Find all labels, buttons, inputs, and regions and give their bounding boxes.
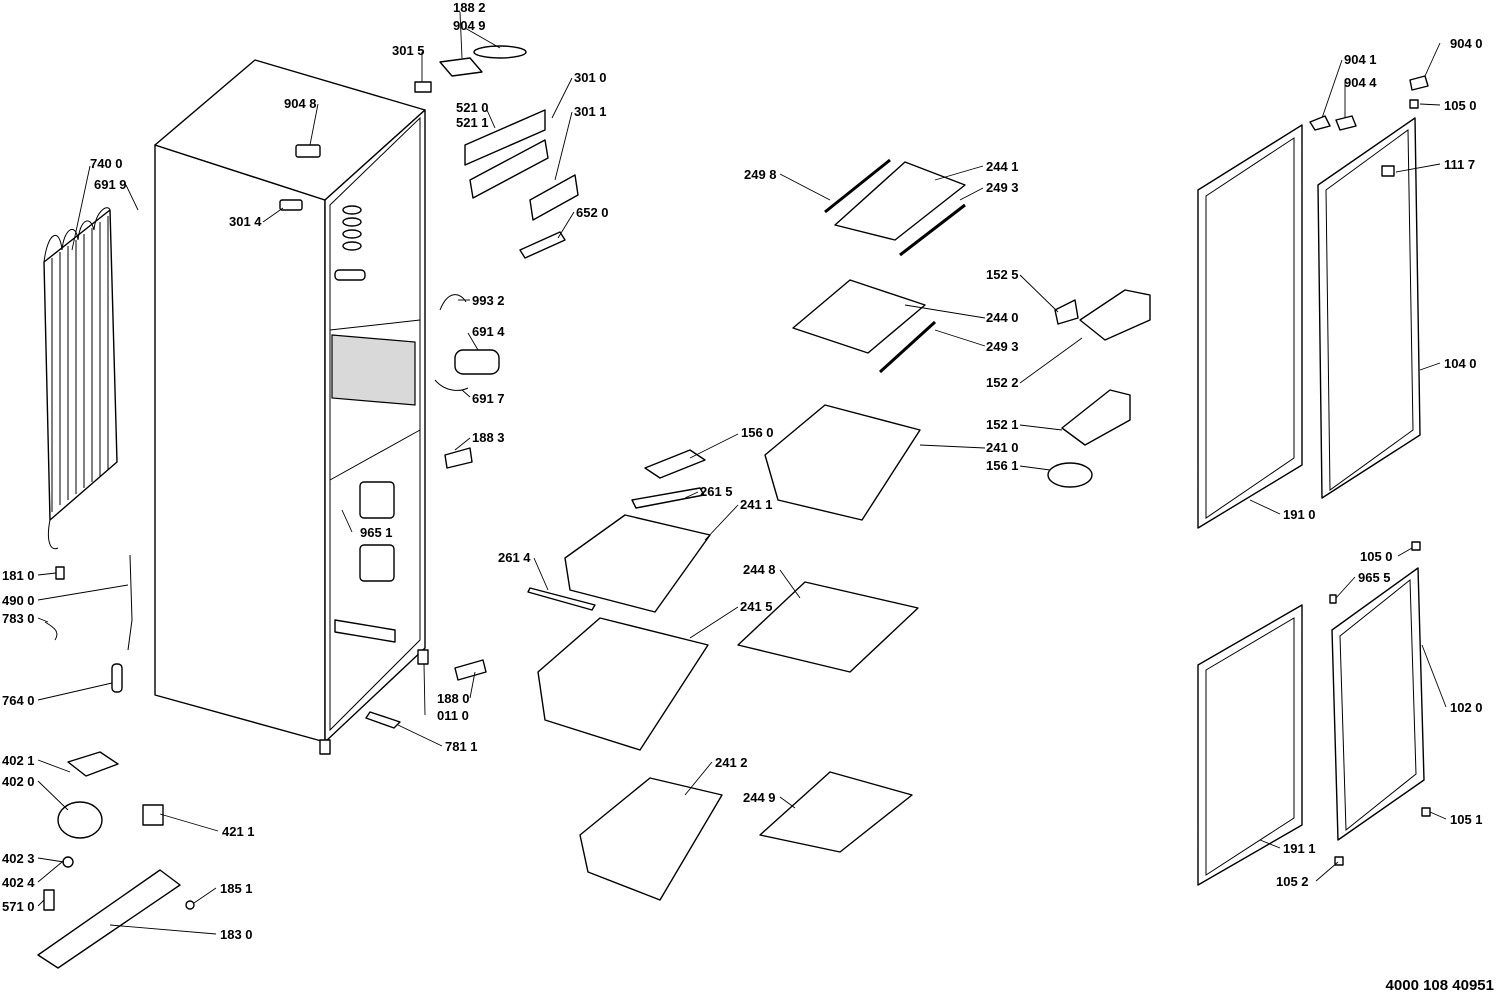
- label-3010: 301 0: [574, 70, 607, 85]
- condenser-drawing: [43, 207, 118, 550]
- label-2615: 261 5: [700, 484, 733, 499]
- label-1050a: 105 0: [1444, 98, 1477, 113]
- label-4021: 402 1: [2, 753, 35, 768]
- label-1911: 191 1: [1283, 841, 1316, 856]
- label-7640: 764 0: [2, 693, 35, 708]
- label-4020: 402 0: [2, 774, 35, 789]
- label-1830: 183 0: [220, 927, 253, 942]
- label-7400: 740 0: [90, 156, 123, 171]
- doors-drawing: [1197, 75, 1431, 886]
- shelves-drawers-drawing: [527, 158, 1151, 901]
- label-1851: 185 1: [220, 881, 253, 896]
- label-2410: 241 0: [986, 440, 1019, 455]
- label-9041: 904 1: [1344, 52, 1377, 67]
- label-1020: 102 0: [1450, 700, 1483, 715]
- label-2415: 241 5: [740, 599, 773, 614]
- top-components-drawing: [414, 45, 579, 259]
- label-7830: 783 0: [2, 611, 35, 626]
- label-2614: 261 4: [498, 550, 531, 565]
- label-5211: 521 1: [456, 115, 489, 130]
- label-2493b: 249 3: [986, 339, 1019, 354]
- label-1050b: 105 0: [1360, 549, 1393, 564]
- label-7811: 781 1: [445, 739, 478, 754]
- label-1052: 105 2: [1276, 874, 1309, 889]
- label-2449: 244 9: [743, 790, 776, 805]
- label-1525: 152 5: [986, 267, 1019, 282]
- label-6917: 691 7: [472, 391, 505, 406]
- label-6914: 691 4: [472, 324, 505, 339]
- label-1040: 104 0: [1444, 356, 1477, 371]
- leader-lines: [37, 11, 1447, 935]
- label-9932: 993 2: [472, 293, 505, 308]
- label-1117: 111 7: [1444, 157, 1475, 172]
- part-labels: 188 2 904 9 301 5 301 0 904 8 521 0 521 …: [2, 0, 1483, 942]
- label-9651: 965 1: [360, 525, 393, 540]
- cabinet-parts-drawing: [365, 294, 500, 729]
- electrical-parts-drawing: [37, 554, 195, 969]
- label-9048: 904 8: [284, 96, 317, 111]
- document-code: 4000 108 40951: [1385, 977, 1494, 994]
- label-1522: 152 2: [986, 375, 1019, 390]
- label-2440: 244 0: [986, 310, 1019, 325]
- label-1910: 191 0: [1283, 507, 1316, 522]
- label-1561: 156 1: [986, 458, 1019, 473]
- label-5710: 571 0: [2, 899, 35, 914]
- label-4211: 421 1: [222, 824, 255, 839]
- label-1883: 188 3: [472, 430, 505, 445]
- label-4900: 490 0: [2, 593, 35, 608]
- label-3014: 301 4: [229, 214, 262, 229]
- label-9044: 904 4: [1344, 75, 1377, 90]
- label-2498: 249 8: [744, 167, 777, 182]
- label-6520: 652 0: [576, 205, 609, 220]
- label-1560: 156 0: [741, 425, 774, 440]
- cabinet-drawing: [154, 59, 429, 755]
- label-2412: 241 2: [715, 755, 748, 770]
- label-9049: 904 9: [453, 18, 486, 33]
- label-1882: 188 2: [453, 0, 486, 15]
- label-1521: 152 1: [986, 417, 1019, 432]
- label-9040: 904 0: [1450, 36, 1483, 51]
- label-6919: 691 9: [94, 177, 127, 192]
- label-4023: 402 3: [2, 851, 35, 866]
- label-2493a: 249 3: [986, 180, 1019, 195]
- label-2441: 244 1: [986, 159, 1019, 174]
- label-3015: 301 5: [392, 43, 425, 58]
- label-1880: 188 0: [437, 691, 470, 706]
- label-2448: 244 8: [743, 562, 776, 577]
- label-1810: 181 0: [2, 568, 35, 583]
- label-3011: 301 1: [574, 104, 607, 119]
- label-0110: 011 0: [437, 708, 469, 723]
- label-9655: 965 5: [1358, 570, 1391, 585]
- label-2411: 241 1: [740, 497, 773, 512]
- label-5210: 521 0: [456, 100, 489, 115]
- label-4024: 402 4: [2, 875, 35, 890]
- label-1051: 105 1: [1450, 812, 1483, 827]
